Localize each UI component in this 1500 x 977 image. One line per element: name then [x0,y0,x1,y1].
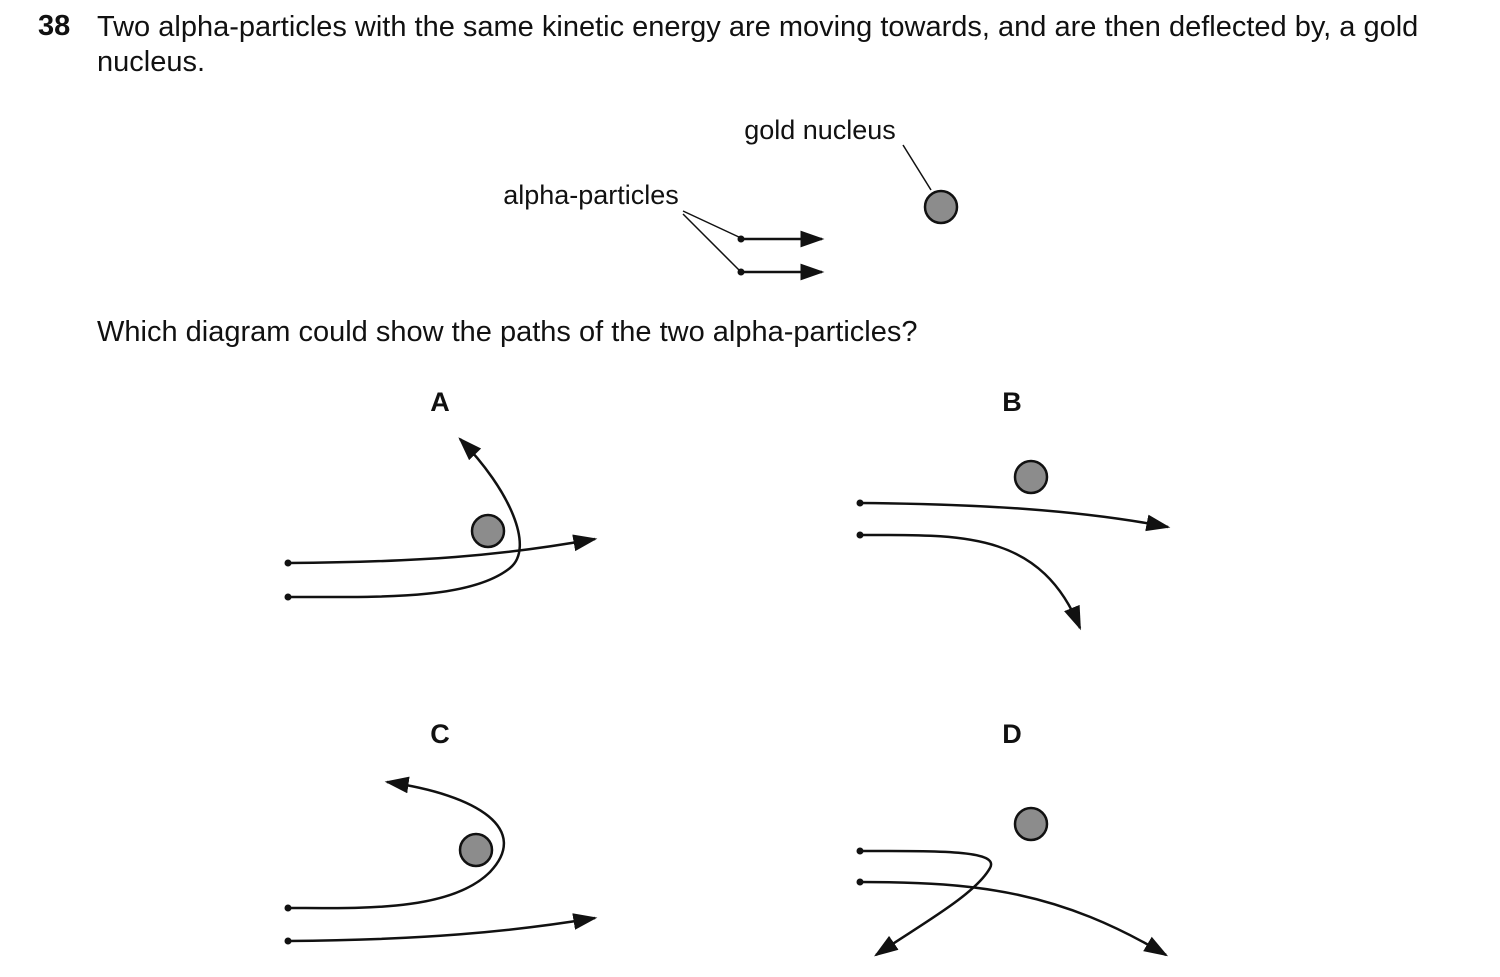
alpha-particle-dot-bottom [737,268,745,276]
option-c-gold-nucleus [458,832,494,868]
option-d-label: D [1002,719,1022,749]
option-d-path-top [859,849,993,957]
question-prompt: Which diagram could show the paths of th… [97,316,918,348]
question-number: 38 [38,10,71,42]
option-b-start-dot-top [856,499,864,507]
option-b-label: B [1002,387,1022,417]
option-c-path-top [287,776,505,910]
option-a-path-top [287,534,598,565]
question-text: Two alpha-particles with the same kineti… [97,11,1419,78]
alpha-particles-leader-line-top [682,210,742,239]
option-c-label: C [430,719,450,749]
gold-nucleus-leader-line [902,144,932,191]
option-b-path-bottom [859,533,1082,631]
option-d-path-bottom [859,880,1169,957]
gold-nucleus-label: gold nucleus [744,115,896,145]
option-d-start-dot-top [856,847,864,855]
option-d-diagram: D [856,719,1169,957]
option-b-gold-nucleus [1013,459,1049,495]
option-d-start-dot-bottom [856,878,864,886]
option-c-start-dot-top [284,904,292,912]
option-a-path-bottom [287,437,521,599]
option-a-gold-nucleus [470,513,506,549]
option-a-start-dot-bottom [284,593,292,601]
option-c-diagram: C [284,719,598,945]
setup-figure: gold nucleus alpha-particles [503,115,959,281]
option-b-start-dot-bottom [856,531,864,539]
option-a-label: A [430,387,450,417]
alpha-particles-leader-line-bottom [682,213,742,273]
option-a-diagram: A [284,387,598,601]
option-b-path-top [859,501,1171,532]
option-a-start-dot-top [284,559,292,567]
gold-nucleus [923,189,959,225]
alpha-particle-dot-top [737,235,745,243]
option-c-start-dot-bottom [284,937,292,945]
alpha-particles-label: alpha-particles [503,180,679,210]
option-d-gold-nucleus [1013,806,1049,842]
option-c-path-bottom [287,913,598,943]
option-b-diagram: B [856,387,1171,631]
